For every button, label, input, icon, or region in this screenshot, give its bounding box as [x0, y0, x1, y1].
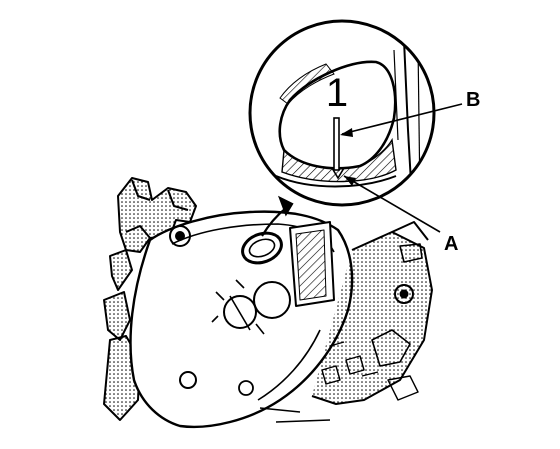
pointer-notch-a: [331, 167, 345, 180]
callout-a: A: [343, 175, 458, 255]
magnified-view: 1: [248, 19, 436, 207]
callout-label-a: A: [444, 233, 458, 255]
timing-mark-line: [333, 117, 340, 171]
callout-b: B: [340, 89, 480, 137]
timing-mark-number: 1: [326, 71, 348, 115]
zoom-leader: [261, 195, 294, 237]
callout-label-b: B: [466, 89, 480, 111]
engine-block: [103, 177, 433, 429]
